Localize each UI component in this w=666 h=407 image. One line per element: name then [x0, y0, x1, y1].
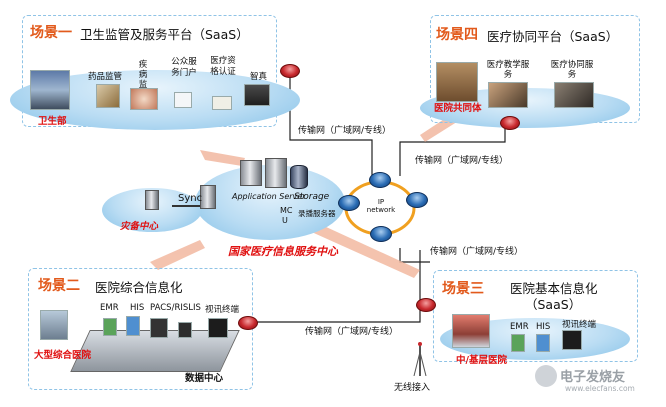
scene4-label: 场景四: [436, 27, 478, 43]
scene2-label: 场景二: [38, 278, 80, 294]
hospital-image: [436, 62, 478, 102]
scene2-title: 医院综合信息化: [95, 280, 183, 295]
scene2-item-0: EMR: [100, 303, 119, 313]
scene3-title-line2: （SaaS）: [525, 297, 582, 312]
app-server-label: Application Server: [232, 192, 306, 201]
scene3-org: 中/基层医院: [456, 355, 507, 366]
wireless-tower-icon: [411, 340, 429, 377]
storage-icon: [290, 165, 308, 189]
scene3-title-line1: 医院基本信息化: [510, 281, 598, 296]
link-label-bottom: 传输网（广域网/专线）: [305, 327, 399, 337]
storage-label: Storage: [294, 192, 330, 202]
his-image: [126, 316, 140, 336]
scene3-label: 场景三: [442, 281, 484, 297]
ip-network-label: IP network: [366, 198, 396, 214]
scene2-router-icon: [238, 316, 258, 330]
link-label-right: 传输网（广域网/专线）: [430, 247, 524, 257]
disaster-center-label: 灾备中心: [120, 221, 159, 232]
video-terminal-image: [178, 322, 192, 338]
disease-image: [130, 88, 158, 110]
watermark-text: 电子发烧友: [560, 370, 626, 385]
scene4-item-0: 医疗教学服务: [486, 60, 530, 80]
arrow-to-scene1: [200, 150, 245, 166]
certificate-image: [212, 96, 232, 110]
scene1-item-3: 医疗资格认证: [210, 56, 236, 77]
kb-server-label: 录播服务器: [298, 209, 336, 218]
mc-label: MC: [280, 206, 293, 215]
sync-arrow: [172, 205, 200, 207]
emr-image: [103, 318, 117, 336]
scene1-item-4: 智真: [250, 72, 268, 82]
app-server-icon: [240, 160, 262, 186]
scene3-item-2: 视讯终端: [562, 320, 597, 330]
link-label-top: 传输网（广域网/专线）: [298, 126, 392, 136]
scene2-item-3: 视讯终端: [205, 305, 240, 315]
mcu-label: U: [282, 216, 288, 225]
scene1-item-2: 公众服务门户: [171, 57, 197, 78]
ministry-building-image: [30, 70, 70, 110]
scene3-router-icon: [416, 298, 436, 312]
scene3-his-image: [536, 334, 550, 352]
scene3-terminal-image: [562, 330, 582, 350]
watermark-url: www.elecfans.com: [565, 384, 635, 393]
scene2-org: 大型综合医院: [34, 350, 92, 361]
scene2-item-1: HIS: [130, 303, 145, 313]
drug-image: [96, 84, 120, 108]
arrow-to-scene2: [150, 240, 205, 270]
scene2-item-2: PACS/RISLIS: [150, 303, 201, 313]
wireless-label: 无线接入: [394, 383, 431, 393]
ip-router-right-icon: [406, 192, 428, 208]
scene3-emr-image: [511, 334, 525, 352]
scene3-item-1: HIS: [536, 322, 551, 332]
scene1-org: 卫生部: [38, 116, 67, 127]
telepresence-image: [244, 84, 270, 106]
center-title: 国家医疗信息服务中心: [228, 245, 338, 258]
link-scene4: [399, 128, 506, 176]
app-server-icon-2: [265, 158, 287, 188]
link-label-mid: 传输网（广域网/专线）: [415, 156, 509, 166]
scene1-item-0: 药品监管: [88, 72, 123, 82]
scene4-router-icon: [500, 116, 520, 130]
arrow-to-scene3: [296, 215, 420, 278]
scene4-org: 医院共同体: [434, 103, 482, 114]
scene4-title: 医疗协同平台（SaaS）: [487, 29, 619, 44]
sync-label: Sync: [178, 193, 203, 204]
disaster-server-icon: [145, 190, 159, 210]
pacs-image: [150, 318, 168, 338]
scene1-title: 卫生监管及服务平台（SaaS）: [80, 27, 249, 42]
teaching-image: [488, 82, 528, 108]
local-hospital-image: [452, 314, 490, 348]
collaboration-image: [554, 82, 594, 108]
scene1-router-icon: [280, 64, 300, 78]
scene3-item-0: EMR: [510, 322, 529, 332]
ip-router-left-icon: [338, 195, 360, 211]
watermark-logo: [535, 365, 557, 387]
large-hospital-image: [40, 310, 68, 340]
ip-router-top-icon: [369, 172, 391, 188]
portal-image: [174, 92, 192, 108]
scene3-panel: [433, 270, 638, 362]
center-rack-icon: [200, 185, 216, 209]
scene2-data-center: 数据中心: [185, 373, 224, 384]
scene4-item-1: 医疗协同服务: [550, 60, 594, 80]
scene1-label: 场景一: [30, 25, 72, 41]
monitor-image: [208, 318, 228, 338]
link-scene2: [255, 305, 421, 323]
ip-router-bottom-icon: [370, 226, 392, 242]
link-scene3: [399, 248, 430, 263]
